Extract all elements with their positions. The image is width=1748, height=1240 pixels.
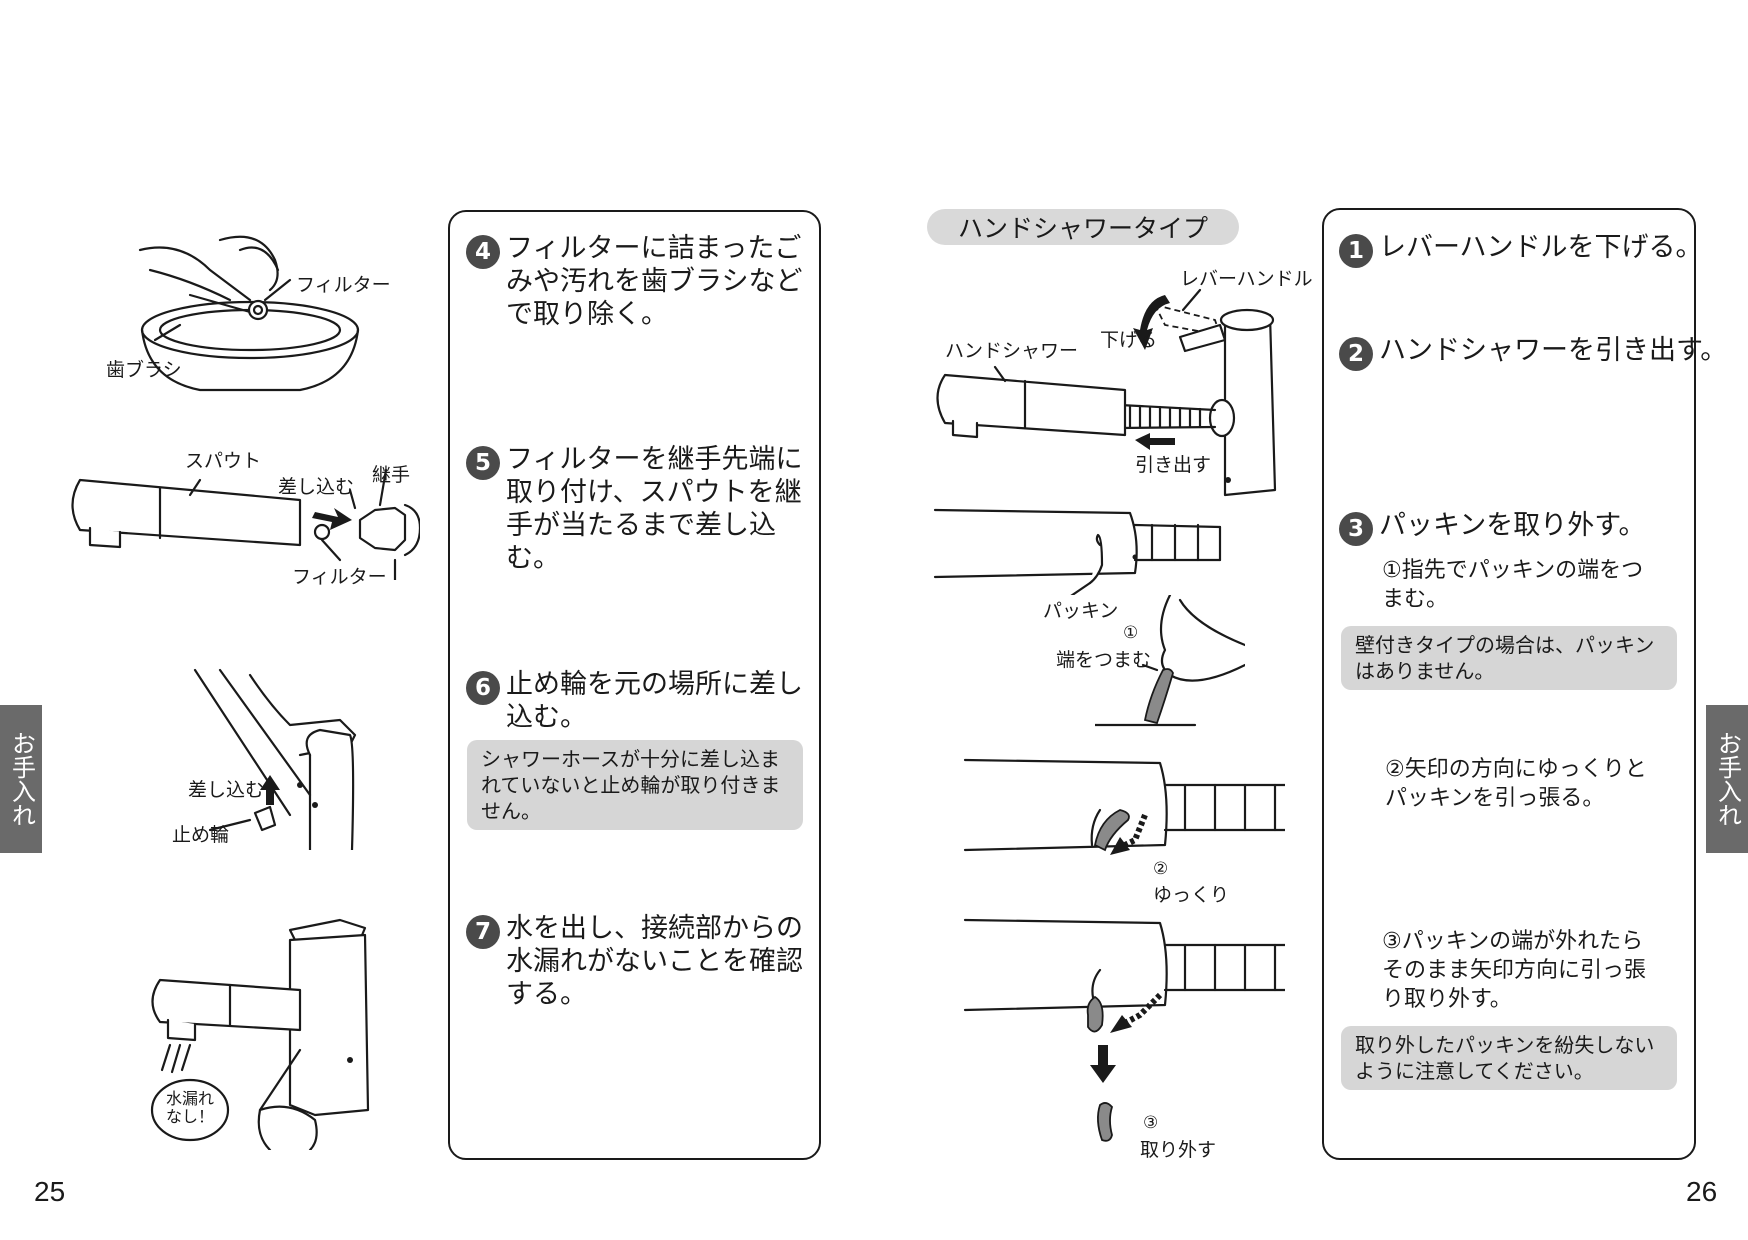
label-remove-num: ③ — [1143, 1113, 1159, 1133]
step-text: フィルターを継手先端に取り付け、スパウトを継手が当たるまで差し込む。 — [506, 444, 803, 574]
substep-1: ①指先でパッキンの端をつまむ。 — [1382, 558, 1644, 612]
packing-pull-illustration — [963, 758, 1285, 855]
substep-2: ②矢印の方向にゆっくりとパッキンを引っ張る。 — [1385, 757, 1647, 811]
step-4: 4 フィルターに詰まったごみや汚れを歯ブラシなどで取り除く。 — [466, 232, 816, 331]
label-hand-shower: ハンドシャワー — [945, 340, 1079, 362]
step-number-badge: 4 — [466, 235, 500, 269]
step-number-badge: 1 — [1339, 234, 1373, 268]
page-number-left: 25 — [34, 1176, 66, 1207]
no-leak-line2: なし！ — [165, 1107, 214, 1126]
side-tab-left: お手入れ — [0, 705, 42, 853]
label-filter-bottom: フィルター — [292, 566, 387, 588]
filter-cleaning-illustration — [138, 235, 360, 392]
step-text: 止め輪を元の場所に差し込む。 — [506, 669, 803, 733]
label-packing: パッキン — [1043, 600, 1119, 622]
label-pull-out: 引き出す — [1135, 454, 1212, 476]
leak-check-illustration — [150, 918, 370, 1150]
label-insert: 差し込む — [278, 476, 355, 498]
label-pinch-num: ① — [1123, 623, 1139, 643]
step-6-note: シャワーホースが十分に差し込まれていないと止め輪が取り付きません。 — [467, 740, 803, 830]
step-number-badge: 3 — [1339, 512, 1373, 546]
step-text: フィルターに詰まったごみや汚れを歯ブラシなどで取り除く。 — [506, 233, 803, 330]
stop-ring-illustration — [193, 668, 357, 850]
note-wall-type: 壁付きタイプの場合は、パッキンはありません。 — [1341, 626, 1677, 690]
substep-3: ③パッキンの端が外れたらそのまま矢印方向に引っ張り取り外す。 — [1382, 929, 1647, 1012]
type-title-pill: ハンドシャワータイプ — [927, 209, 1239, 245]
packing-remove-illustration — [963, 918, 1285, 1142]
spout-insert-illustration — [71, 468, 420, 580]
step-number-badge: 7 — [466, 915, 500, 949]
hand-shower-pull-illustration — [936, 288, 1277, 497]
step-number-badge: 5 — [466, 446, 500, 480]
page-number-right: 26 — [1686, 1176, 1718, 1207]
label-remove: 取り外す — [1140, 1139, 1217, 1161]
label-insert-ring: 差し込む — [188, 779, 265, 801]
label-toothbrush: 歯ブラシ — [106, 359, 182, 381]
side-tab-right: お手入れ — [1706, 705, 1748, 853]
packing-location-illustration — [933, 508, 1222, 595]
step-text: 水を出し、接続部からの水漏れがないことを確認する。 — [506, 913, 803, 1010]
no-leak-bubble: 水漏れ なし！ — [162, 1090, 218, 1126]
step-number-badge: 6 — [466, 671, 500, 705]
step-3: 3 パッキンを取り外す。 — [1339, 509, 1699, 546]
step-text: レバーハンドルを下げる。 — [1379, 232, 1703, 263]
label-filter-top: フィルター — [296, 274, 391, 296]
left-instructions-panel — [448, 210, 821, 1160]
label-slowly: ゆっくり — [1153, 884, 1230, 906]
step-text: パッキンを取り外す。 — [1379, 510, 1646, 541]
label-slowly-num: ② — [1153, 859, 1169, 879]
label-lever-handle: レバーハンドル — [1180, 268, 1313, 290]
label-pinch: 端をつまむ — [1056, 649, 1152, 671]
step-5: 5 フィルターを継手先端に取り付け、スパウトを継手が当たるまで差し込む。 — [466, 443, 816, 575]
step-text: ハンドシャワーを引き出す。 — [1379, 335, 1728, 366]
packing-pinch-illustration — [1095, 595, 1245, 727]
step-6: 6 止め輪を元の場所に差し込む。 — [466, 668, 816, 734]
step-number-badge: 2 — [1339, 337, 1373, 371]
note-keep-packing: 取り外したパッキンを紛失しないように注意してください。 — [1341, 1026, 1677, 1090]
label-joint: 継手 — [372, 464, 411, 486]
no-leak-line1: 水漏れ — [165, 1089, 214, 1108]
label-lower: 下げる — [1100, 329, 1158, 351]
label-spout: スパウト — [185, 450, 262, 472]
step-7: 7 水を出し、接続部からの水漏れがないことを確認する。 — [466, 912, 816, 1011]
step-1: 1 レバーハンドルを下げる。 — [1339, 231, 1703, 268]
step-2: 2 ハンドシャワーを引き出す。 — [1339, 334, 1727, 371]
label-stop-ring: 止め輪 — [172, 824, 230, 846]
